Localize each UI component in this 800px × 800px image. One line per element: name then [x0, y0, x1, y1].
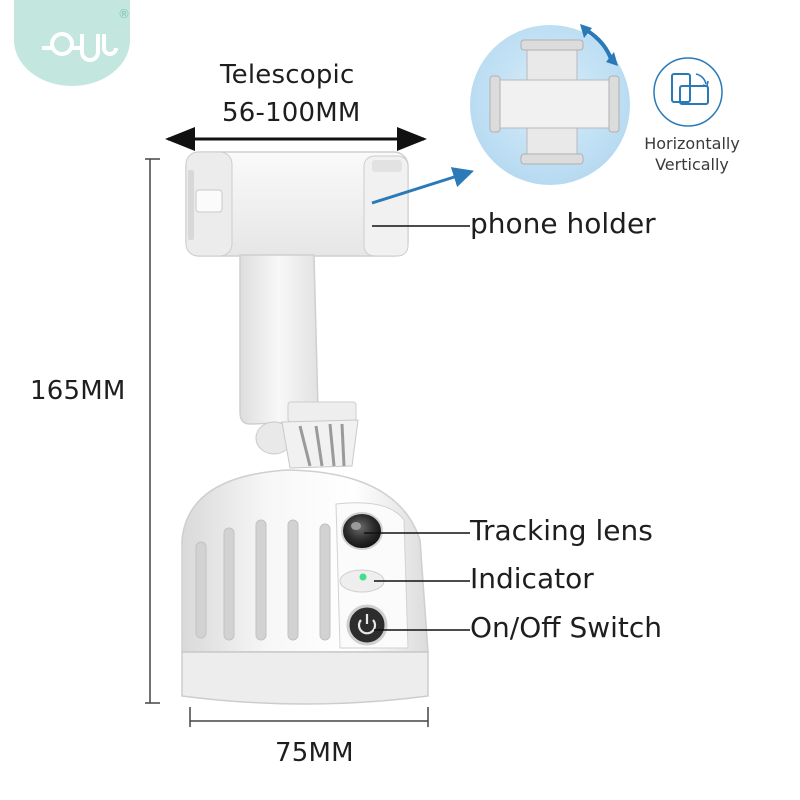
rotate-phone-icon — [653, 57, 723, 127]
telescopic-range-label: 56-100MM — [222, 98, 361, 128]
holder-arm — [239, 254, 357, 425]
phone-holder — [185, 151, 409, 257]
svg-text:®: ® — [118, 7, 130, 21]
tracking-lens-icon — [341, 512, 383, 550]
callout-phone-holder: phone holder — [470, 207, 656, 240]
orientation-label-1: Horizontally — [644, 134, 740, 153]
logo-mark: ® — [42, 7, 130, 62]
callout-leaders — [364, 225, 470, 631]
callout-indicator: Indicator — [470, 562, 594, 595]
callout-tracking-lens: Tracking lens — [470, 514, 653, 547]
indicator-light-icon — [339, 569, 385, 593]
power-switch-icon — [346, 604, 388, 646]
telescopic-label: Telescopic — [220, 60, 355, 90]
inset-pointer-arrow — [371, 167, 475, 205]
hinge-joint — [255, 419, 359, 469]
width-dimension-line — [189, 707, 429, 727]
holder-inset — [470, 24, 630, 185]
callout-on-off-switch: On/Off Switch — [470, 611, 663, 644]
orientation-label-2: Vertically — [655, 155, 729, 174]
gimbal-base — [181, 469, 429, 705]
height-label: 165MM — [30, 376, 126, 406]
width-label: 75MM — [275, 738, 354, 768]
height-dimension-line — [145, 158, 160, 704]
